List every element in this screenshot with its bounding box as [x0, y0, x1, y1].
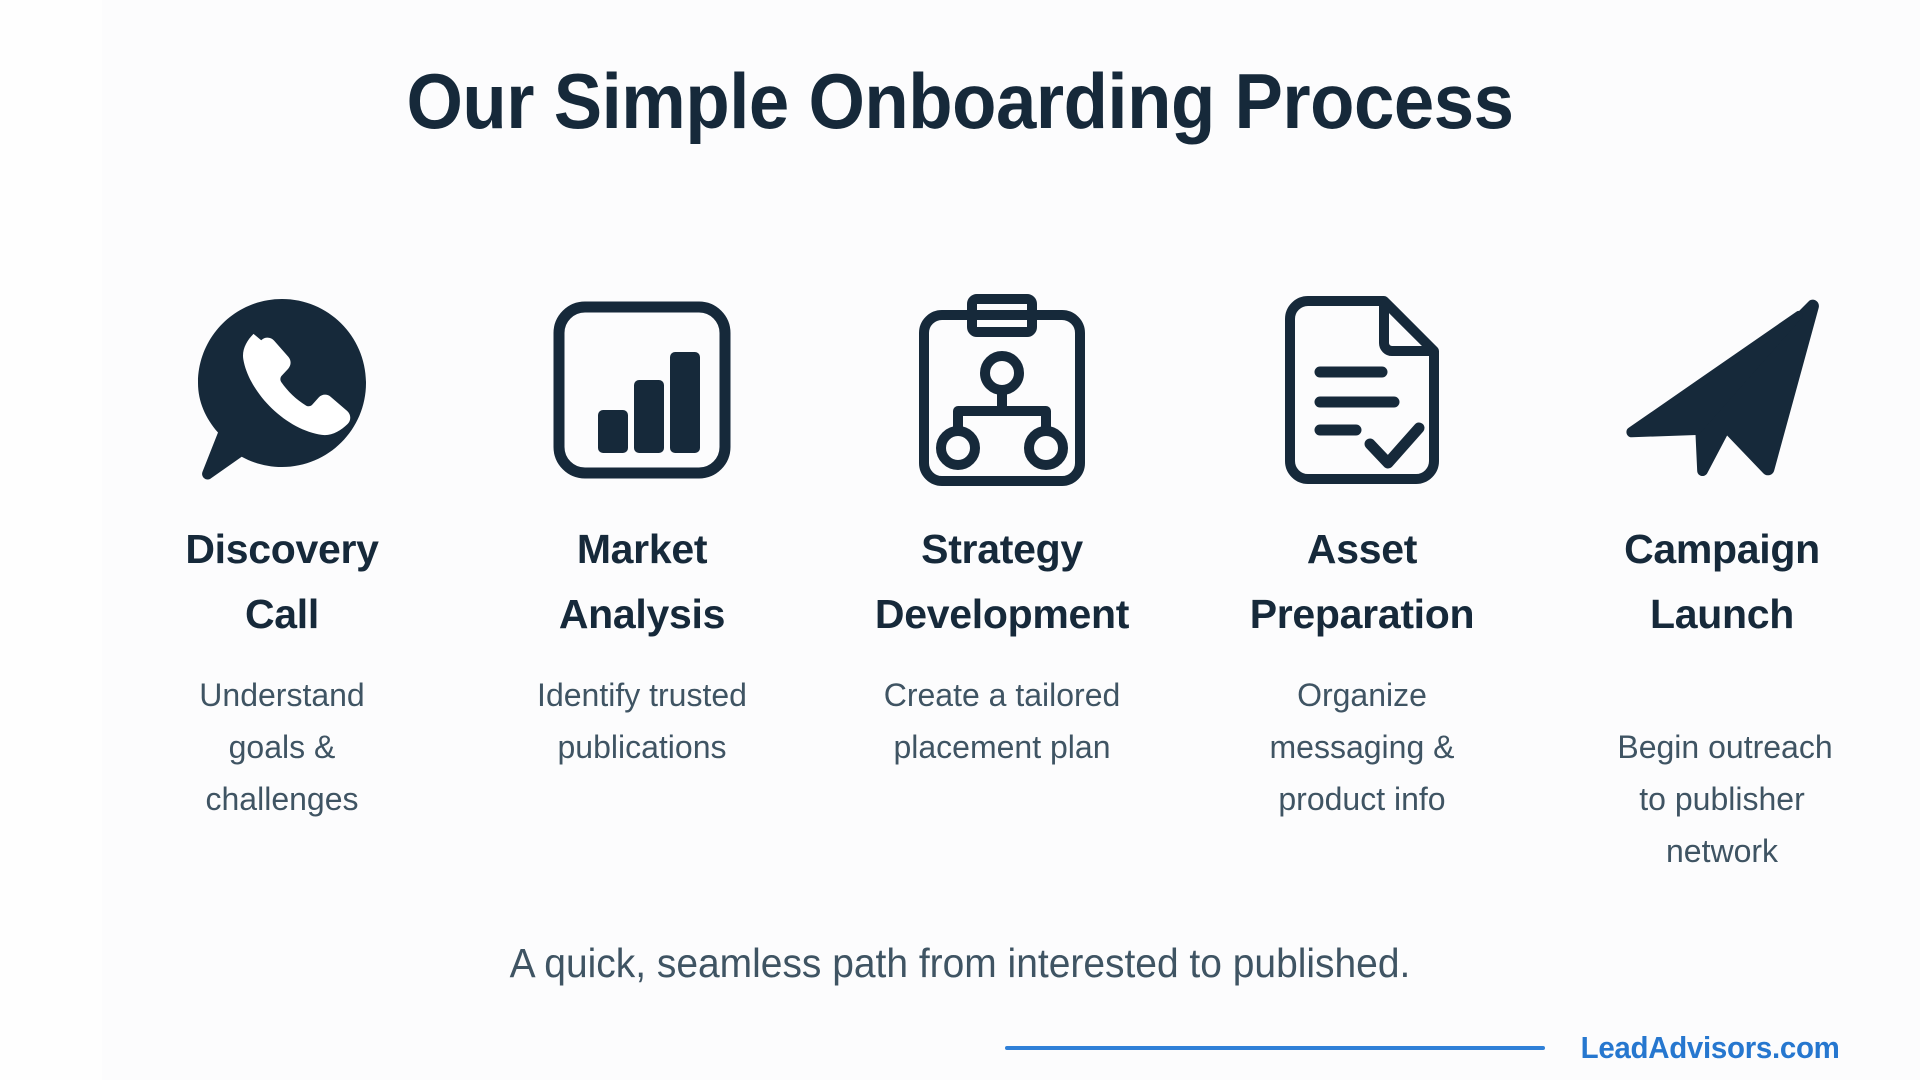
brand-divider-line [1005, 1046, 1546, 1050]
page-title: Our Simple Onboarding Process [406, 57, 1514, 145]
paper-plane-icon [1622, 285, 1822, 495]
brand-name[interactable]: LeadAdvisors.com [1581, 1030, 1840, 1065]
clipboard-org-chart-icon [902, 285, 1102, 495]
step-title: Market Analysis [558, 526, 726, 637]
step-title: Campaign Launch [1624, 526, 1820, 637]
left-gutter-band [0, 0, 102, 1080]
step-asset-preparation: Asset Preparation Organize messaging & p… [1182, 285, 1542, 825]
step-description: Identify trusted publications [537, 677, 747, 765]
step-description-rest: to publisher network [1639, 781, 1805, 869]
step-description: Create a tailored placement plan [883, 677, 1121, 765]
step-title: Discovery Call [185, 526, 379, 637]
step-description: Organize messaging & product info [1269, 677, 1455, 817]
step-title: Strategy Development [874, 526, 1130, 637]
step-discovery-call: Discovery Call Understand goals & challe… [102, 285, 462, 825]
tagline: A quick, seamless path from interested t… [509, 940, 1411, 986]
document-check-icon [1262, 285, 1462, 495]
footer-brand: LeadAdvisors.com [1005, 1030, 1840, 1066]
process-steps-row: Discovery Call Understand goals & challe… [102, 285, 1920, 877]
step-description: Begin outreach to publisher network [1592, 669, 1852, 877]
step-strategy-development: Strategy Development Create a tailored p… [822, 285, 1182, 773]
bar-chart-icon [542, 285, 742, 495]
step-campaign-launch: Campaign Launch Begin outreach to publish… [1542, 285, 1902, 877]
phone-speech-bubble-icon [182, 285, 382, 495]
step-description-line-1: Begin outreach [1617, 729, 1833, 765]
step-market-analysis: Market Analysis Identify trusted publica… [462, 285, 822, 773]
step-description: Understand goals & challenges [199, 677, 365, 817]
step-title: Asset Preparation [1249, 526, 1475, 637]
